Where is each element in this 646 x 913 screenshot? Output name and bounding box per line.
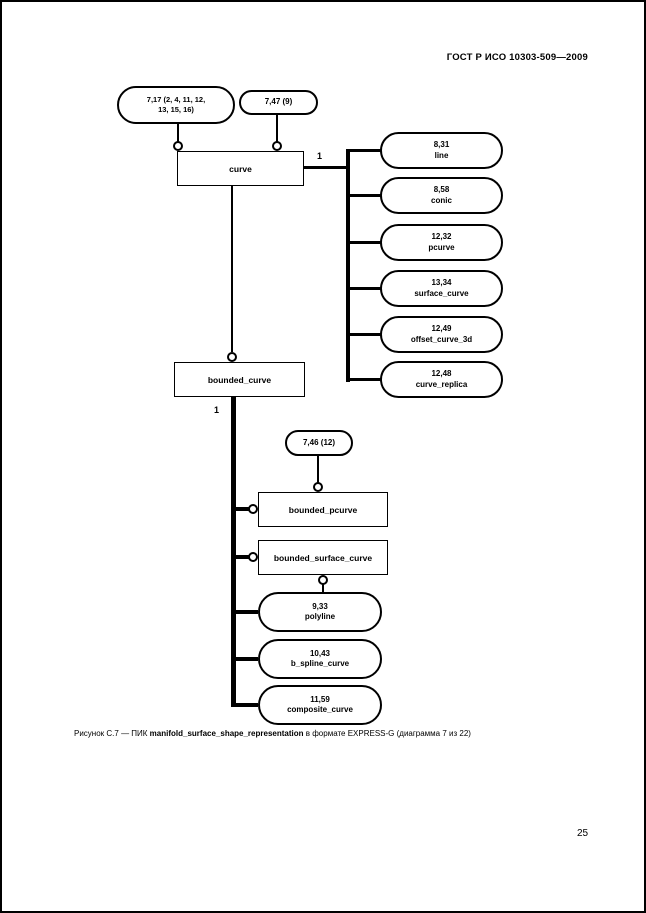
connector-line <box>231 186 233 352</box>
entity-box-bounded-pcurve: bounded_pcurve <box>258 492 388 527</box>
branch-line <box>346 149 381 152</box>
branch-line <box>346 241 381 244</box>
ref-number: 8,58 <box>433 185 450 195</box>
connector-line <box>276 115 278 142</box>
page-ref-label: 7,46 (12) <box>302 437 336 447</box>
ref-oval-b-spline-curve: 10,43 b_spline_curve <box>258 639 382 679</box>
ref-number: 12,48 <box>431 369 452 379</box>
ref-number: 10,43 <box>309 648 331 658</box>
connector-line <box>177 124 179 142</box>
connector-circle <box>272 141 282 151</box>
ref-name: curve_replica <box>415 379 468 389</box>
entity-box-bounded-surface-curve: bounded_surface_curve <box>258 540 388 575</box>
branch-line <box>231 703 258 707</box>
ref-oval-polyline: 9,33 polyline <box>258 592 382 632</box>
ref-number: 13,34 <box>431 278 452 288</box>
ref-name: polyline <box>304 612 336 621</box>
page-number: 25 <box>577 828 589 839</box>
subtype-trunk-line <box>346 149 350 382</box>
ref-number: 9,33 <box>312 601 328 611</box>
subtype-line <box>304 166 350 169</box>
ref-number: 12,32 <box>431 232 452 242</box>
figure-caption: Рисунок С.7 — ПИК manifold_surface_shape… <box>74 729 471 738</box>
ref-oval-pcurve: 12,32 pcurve <box>380 224 503 261</box>
page-ref-oval-curve-2: 7,47 (9) <box>239 90 318 115</box>
entity-box-bounded-curve: bounded_curve <box>174 362 305 397</box>
branch-line <box>346 194 381 197</box>
branch-line <box>231 657 258 661</box>
ref-name: composite_curve <box>287 705 353 714</box>
connector-line <box>317 456 319 483</box>
branch-line <box>346 333 381 336</box>
ref-oval-surface-curve: 13,34 surface_curve <box>380 270 503 307</box>
ref-oval-composite-curve: 11,59 composite_curve <box>258 685 382 725</box>
branch-line <box>231 555 253 559</box>
branch-line <box>346 287 381 290</box>
subtype-trunk-line <box>231 397 236 706</box>
ref-number: 8,31 <box>433 140 450 150</box>
page-ref-oval-bounded-pcurve: 7,46 (12) <box>285 430 353 456</box>
connector-circle <box>173 141 183 151</box>
branch-line <box>231 610 258 614</box>
ref-oval-line: 8,31 line <box>380 132 503 169</box>
ref-name: surface_curve <box>414 288 469 298</box>
cardinality-label: 1 <box>214 405 220 415</box>
ref-name: pcurve <box>428 242 455 252</box>
connector-circle <box>248 552 258 562</box>
page-ref-oval-curve: 7,17 (2, 4, 11, 12, 13, 15, 16) <box>117 86 235 124</box>
connector-circle <box>227 352 237 362</box>
connector-circle <box>318 575 328 585</box>
standard-header: ГОСТ Р ИСО 10303-509—2009 <box>446 52 588 63</box>
cardinality-label: 1 <box>317 151 323 161</box>
ref-oval-conic: 8,58 conic <box>380 177 503 214</box>
caption-prefix: Рисунок С.7 — ПИК <box>74 729 150 738</box>
ref-name: b_spline_curve <box>290 659 350 668</box>
ref-name: conic <box>431 195 452 205</box>
page-ref-line1: 7,17 (2, 4, 11, 12, <box>146 95 206 105</box>
ref-oval-curve-replica: 12,48 curve_replica <box>380 361 503 398</box>
caption-entity-name: manifold_surface_shape_representation <box>149 729 304 738</box>
connector-circle <box>248 504 258 514</box>
entity-label: bounded_curve <box>207 374 272 385</box>
ref-number: 11,59 <box>310 694 330 704</box>
page-ref-line2: 13, 15, 16) <box>158 105 194 114</box>
entity-label: curve <box>229 163 252 174</box>
ref-name: offset_curve_3d <box>410 334 473 344</box>
page-ref-label: 7,47 (9) <box>264 97 293 107</box>
ref-oval-offset-curve-3d: 12,49 offset_curve_3d <box>380 316 503 353</box>
ref-name: line <box>434 150 449 160</box>
branch-line <box>346 378 381 381</box>
connector-circle <box>313 482 323 492</box>
branch-line <box>231 507 253 511</box>
entity-box-curve: curve <box>177 151 304 186</box>
connector-line <box>322 583 324 594</box>
caption-suffix: в формате EXPRESS-G (диаграмма 7 из 22) <box>303 729 471 738</box>
entity-label: bounded_pcurve <box>288 504 358 515</box>
ref-number: 12,49 <box>431 324 452 334</box>
entity-label: bounded_surface_curve <box>273 552 373 563</box>
